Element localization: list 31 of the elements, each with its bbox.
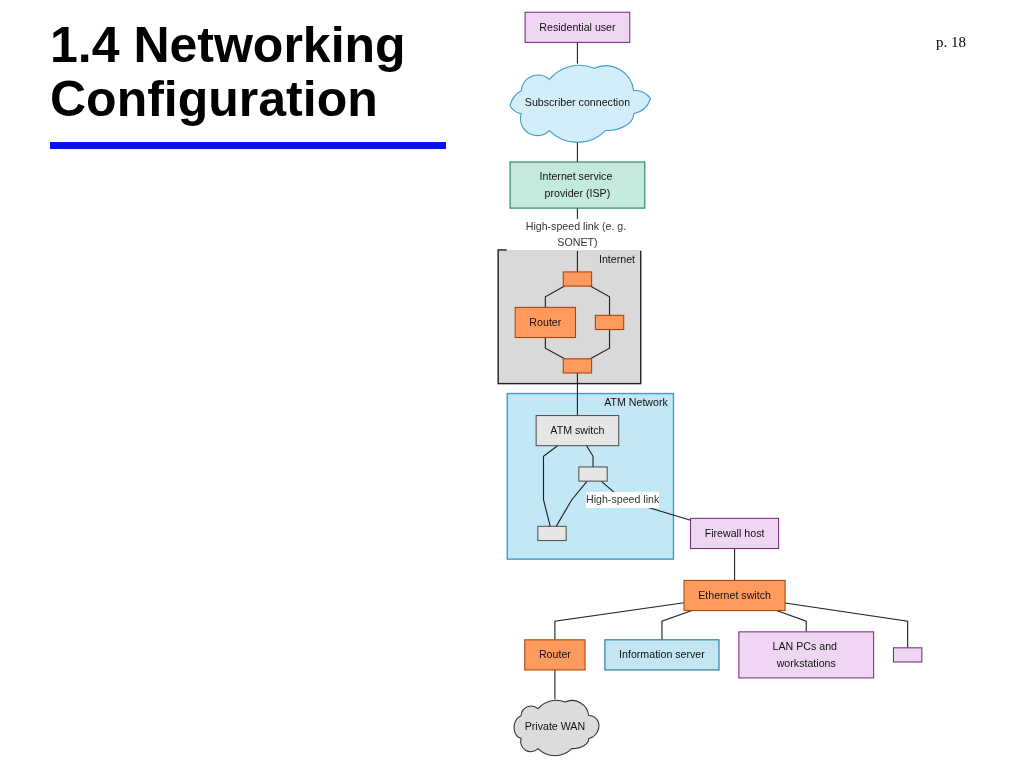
node-box: Internet service provider (ISP) [509, 161, 646, 209]
connector [555, 480, 588, 527]
connector [776, 610, 807, 633]
node-box [578, 466, 608, 482]
edge-label: High-speed link [585, 493, 660, 506]
node-box: Residential user [524, 11, 631, 43]
connector [554, 602, 685, 641]
page-number: p. 18 [936, 34, 966, 51]
node-box [594, 314, 625, 331]
node-box: Firewall host [690, 517, 780, 550]
slide-title: 1.4 Networking Configuration [50, 18, 407, 126]
connector [554, 669, 556, 700]
node-box [892, 647, 923, 663]
connector [542, 445, 559, 527]
connector [576, 41, 578, 65]
connector [544, 285, 566, 308]
connector [586, 445, 594, 468]
node-box [562, 358, 593, 374]
node-box [537, 525, 567, 542]
node-box: LAN PCs and workstations [738, 631, 875, 679]
node-box: ATM switch [535, 415, 620, 447]
node-box [562, 271, 593, 287]
edge-label: High-speed link (e. g. SONET) [525, 220, 627, 249]
node-box: Information server [604, 639, 720, 671]
node-box: Ethernet switch [683, 579, 786, 612]
connector [661, 610, 693, 641]
node-box: Router [514, 306, 576, 339]
node-box: Router [524, 639, 586, 671]
connector [544, 336, 566, 360]
connector [576, 372, 578, 417]
connector [734, 547, 736, 581]
